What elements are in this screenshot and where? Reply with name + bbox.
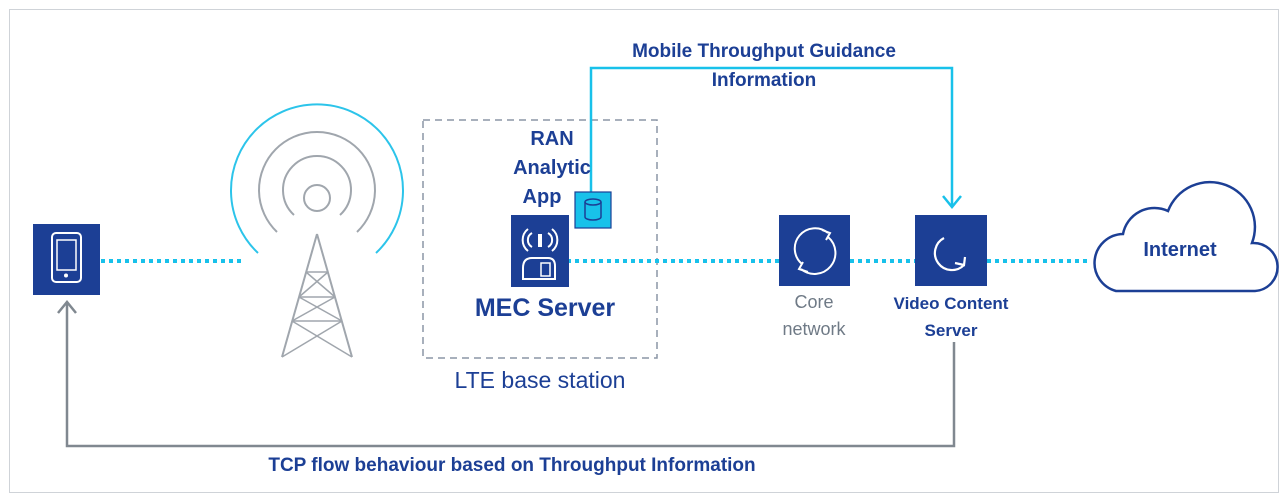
- throughput-guidance-arrow: [589, 66, 962, 209]
- tcp-flow-arrow: [57, 300, 956, 448]
- video-content-server-label-line2: Server: [924, 321, 978, 340]
- lte-base-station-box: [422, 119, 658, 359]
- database-icon: [574, 191, 612, 229]
- video-content-server-label-line1: Video Content: [893, 294, 1009, 313]
- tcp-flow-label: TCP flow behaviour based on Throughput I…: [268, 455, 756, 476]
- wireless-signal-icon: [511, 215, 569, 287]
- internet-label: Internet: [1143, 239, 1217, 261]
- smartphone-icon: [33, 224, 100, 295]
- lte-base-station-label: LTE base station: [454, 367, 626, 393]
- core-network-label-line1: Core: [794, 292, 834, 312]
- ran-analytic-app-label-line3: App: [522, 186, 562, 208]
- mec-server-label: MEC Server: [474, 294, 616, 322]
- radio-tower-icon: [230, 103, 404, 358]
- cloud-icon: [1093, 180, 1279, 293]
- ran-analytic-app-label-line2: Analytic: [513, 157, 591, 179]
- diagram-frame: [9, 9, 1279, 493]
- refresh-arrow-icon: [915, 215, 987, 286]
- sync-arrows-icon: [779, 215, 850, 286]
- core-network-label-line2: network: [782, 319, 846, 339]
- ran-analytic-app-label-line1: RAN: [530, 128, 574, 150]
- throughput-guidance-label-line2: Information: [711, 70, 817, 91]
- throughput-guidance-label-line1: Mobile Throughput Guidance: [632, 41, 896, 62]
